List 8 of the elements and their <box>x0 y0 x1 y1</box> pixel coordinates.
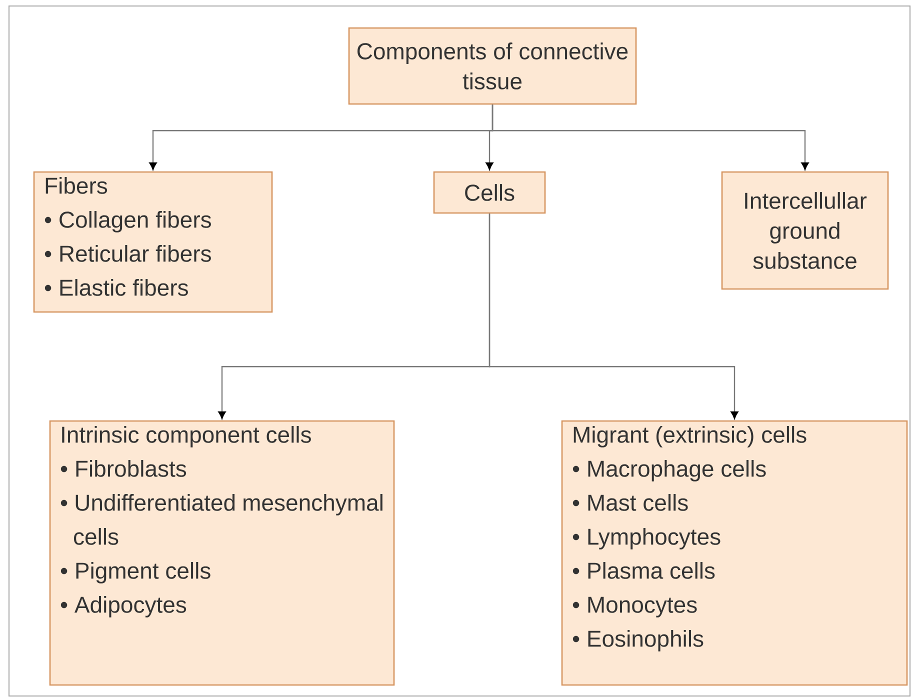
text-box: Intrinsic component cells • Fibroblasts • Undifferentiated mesenchymal cells • Pigment cells • Adipocytes <box>49 420 395 686</box>
arrow <box>488 214 738 420</box>
text-box: Components of connective tissue <box>348 27 637 105</box>
text-box: Intercellullar ground substance <box>721 171 889 290</box>
text-box: Fibers • Collagen fibers • Reticular fibers • Elastic fibers <box>33 171 273 313</box>
text-box: Cells <box>433 171 546 214</box>
text-box: Migrant (extrinsic) cells • Macrophage cells • Mast cells • Lymphocytes • Plasma cells • Monocytes • Eosinophils <box>561 420 908 686</box>
arrow <box>492 104 809 170</box>
